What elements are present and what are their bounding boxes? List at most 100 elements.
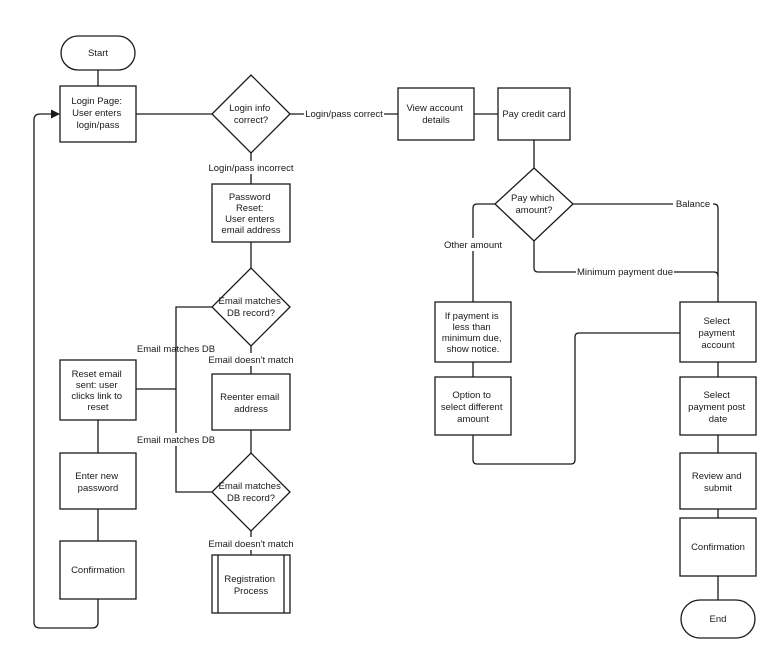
svg-text:Pay which amount?: Pay which amount? [511,193,557,216]
node-sent-line2: sent: user [76,380,118,391]
edge-which-balance [573,203,719,302]
node-end-text: End [710,614,727,625]
edge-label-login-incorrect: Login/pass incorrect [208,163,293,174]
svg-text:Pay credit card: Pay credit card [502,109,565,120]
node-login-page: Login Page: User enters login/pass [59,85,137,143]
decision-pay-which-amount: Pay which amount? [494,167,574,242]
edge-label-email-matches-1: Email matches DB [137,344,215,355]
svg-text:Password Reset:: Password Reset: User enters email addres… [221,192,280,236]
node-reset-email-sent: Reset email sent: user clicks link to re… [59,359,137,421]
edge-different-to-account [472,332,680,465]
edge-label-email-doesnt-match-2: Email doesn't match [208,539,293,550]
svg-text:Select payment: Select payment account [698,316,737,351]
node-reset-line2: Reset: [236,203,263,214]
nodes: Start Login Page: User enters login/pass… [59,35,757,639]
node-different-line1: Option to [452,390,491,401]
node-review-line1: Review and [692,471,742,482]
node-registration-line2: Process [234,586,269,597]
svg-text:If payment is less tha: If payment is less than minimum due, sho… [442,311,504,355]
decision-email2-line1: Email matches [219,481,282,492]
node-confirm-left-text: Confirmation [71,565,125,576]
svg-text:Confirmation: Confirmation [71,565,125,576]
node-review-line2: submit [704,483,732,494]
node-confirm-right-text: Confirmation [691,542,745,553]
node-newpass-line1: Enter new [75,471,118,482]
svg-text:Reset email sent: user: Reset email sent: user clicks link to re… [71,369,124,413]
edge-label-email-matches-2: Email matches DB [137,435,215,446]
edge-label-minimum-payment-due: Minimum payment due [577,267,673,278]
node-pay-line1: Pay credit card [502,109,565,120]
decision-email2-line2: DB record? [227,493,275,504]
svg-text:Start: Start [88,48,108,59]
edge-match2-to-sent [175,389,212,493]
node-registration-line1: Registration [224,574,275,585]
edge-which-other [472,203,495,302]
svg-text:Option to select diffe: Option to select different amount [441,390,505,425]
svg-text:Select payment post: Select payment post date [688,390,748,425]
svg-text:End: End [710,614,727,625]
edge-labels: Login/pass correct Login/pass incorrect … [137,107,713,550]
decision-email1-line2: DB record? [227,308,275,319]
node-postdate-line1: Select [703,390,730,401]
decision-email-matches-1: Email matches DB record? [211,267,291,347]
node-account-line3: account [701,340,735,351]
node-postdate-line3: date [709,414,728,425]
svg-text:Enter new password: Enter new password [75,471,120,494]
node-notice-line4: show notice. [447,344,500,355]
node-newpass-line2: password [78,483,119,494]
decision-login-line2: correct? [234,115,268,126]
node-view-line1: View account [407,103,464,114]
node-reenter-line2: address [234,404,268,415]
node-view-account-details: View account details [397,87,475,141]
decision-login-line1: Login info [229,103,270,114]
edge-label-email-doesnt-match-1: Email doesn't match [208,355,293,366]
svg-text:Login info correct?: Login info correct? [229,103,273,126]
node-review-and-submit: Review and submit [679,452,757,510]
svg-text:Registration Process: Registration Process [224,574,277,597]
node-select-payment-account: Select payment account [679,301,757,363]
edge-label-other-amount: Other amount [444,240,502,251]
edge-match1-to-sent [136,306,212,390]
decision-pay-line1: Pay which [511,193,554,204]
node-sent-line4: reset [87,402,108,413]
decision-email1-line1: Email matches [219,296,282,307]
node-start: Start [60,35,136,71]
edge-label-login-correct: Login/pass correct [305,109,383,120]
edge-confirm-to-login [33,109,99,629]
node-different-line2: select different [441,402,503,413]
node-start-text: Start [88,48,108,59]
node-account-line1: Select [703,316,730,327]
svg-text:Reenter email address: Reenter email address [220,392,282,415]
edge-label-balance: Balance [676,199,710,210]
node-pay-credit-card: Pay credit card [497,87,571,141]
node-password-reset: Password Reset: User enters email addres… [211,183,291,243]
node-notice-line2: less than [453,322,491,333]
node-reenter-email: Reenter email address [211,373,291,431]
decision-login-info-correct: Login info correct? [211,74,291,154]
node-login-line1: Login Page: [71,96,122,107]
decision-email-matches-2: Email matches DB record? [211,452,291,532]
edges [33,70,719,629]
decision-pay-line2: amount? [516,205,553,216]
node-view-line2: details [422,115,450,126]
svg-text:Email matches DB recor: Email matches DB record? [219,296,284,319]
svg-text:View account details: View account details [407,103,466,126]
node-notice-line1: If payment is [445,311,499,322]
svg-text:Review and submit: Review and submit [692,471,744,494]
node-select-payment-post-date: Select payment post date [679,376,757,436]
node-reset-line3: User enters [225,214,274,225]
edge-which-minimum [533,241,719,277]
svg-text:Confirmation: Confirmation [691,542,745,553]
node-notice-line3: minimum due, [442,333,502,344]
node-end: End [680,599,756,639]
node-login-line3: login/pass [77,120,120,131]
node-reset-line1: Password [229,192,271,203]
node-confirmation-right: Confirmation [679,517,757,577]
node-select-different-amount: Option to select different amount [434,376,512,436]
node-login-line2: User enters [72,108,121,119]
node-registration-process: Registration Process [211,554,291,614]
node-sent-line3: clicks link to [71,391,122,402]
node-different-line3: amount [457,414,489,425]
node-sent-line1: Reset email [72,369,122,380]
